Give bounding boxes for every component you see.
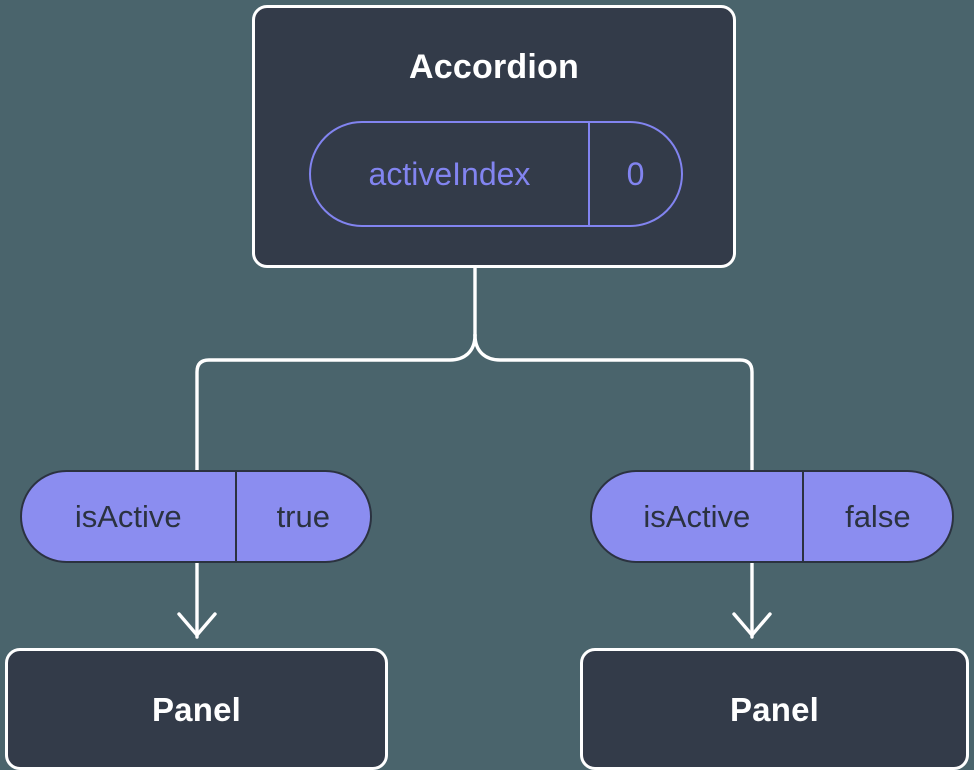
edge-branch-split	[473, 333, 754, 472]
prop-pill-is-active-false-value: false	[801, 472, 952, 561]
prop-pill-is-active-false-key: isActive	[643, 498, 751, 534]
node-panel-left[interactable]: Panel	[5, 648, 388, 770]
prop-pill-active-index-value: 0	[587, 123, 681, 225]
prop-pill-is-active-true-key: isActive	[74, 498, 182, 534]
node-panel-right-label: Panel	[729, 690, 820, 728]
arrow-down-icon-left	[177, 612, 217, 637]
arrow-down-icon-right	[732, 612, 772, 637]
node-panel-left-label: Panel	[151, 690, 242, 728]
node-accordion-title: Accordion	[409, 48, 579, 86]
prop-pill-active-index-key: activeIndex	[368, 155, 531, 192]
node-panel-right[interactable]: Panel	[580, 648, 969, 770]
prop-pill-active-index[interactable]: activeIndex 0	[309, 121, 683, 227]
node-accordion[interactable]: Accordion activeIndex 0	[252, 5, 736, 268]
prop-pill-is-active-true[interactable]: isActive true	[20, 470, 372, 563]
edge-branch-split-left	[195, 333, 477, 472]
prop-pill-is-active-true-value: true	[234, 472, 370, 561]
prop-pill-is-active-false[interactable]: isActive false	[590, 470, 954, 563]
